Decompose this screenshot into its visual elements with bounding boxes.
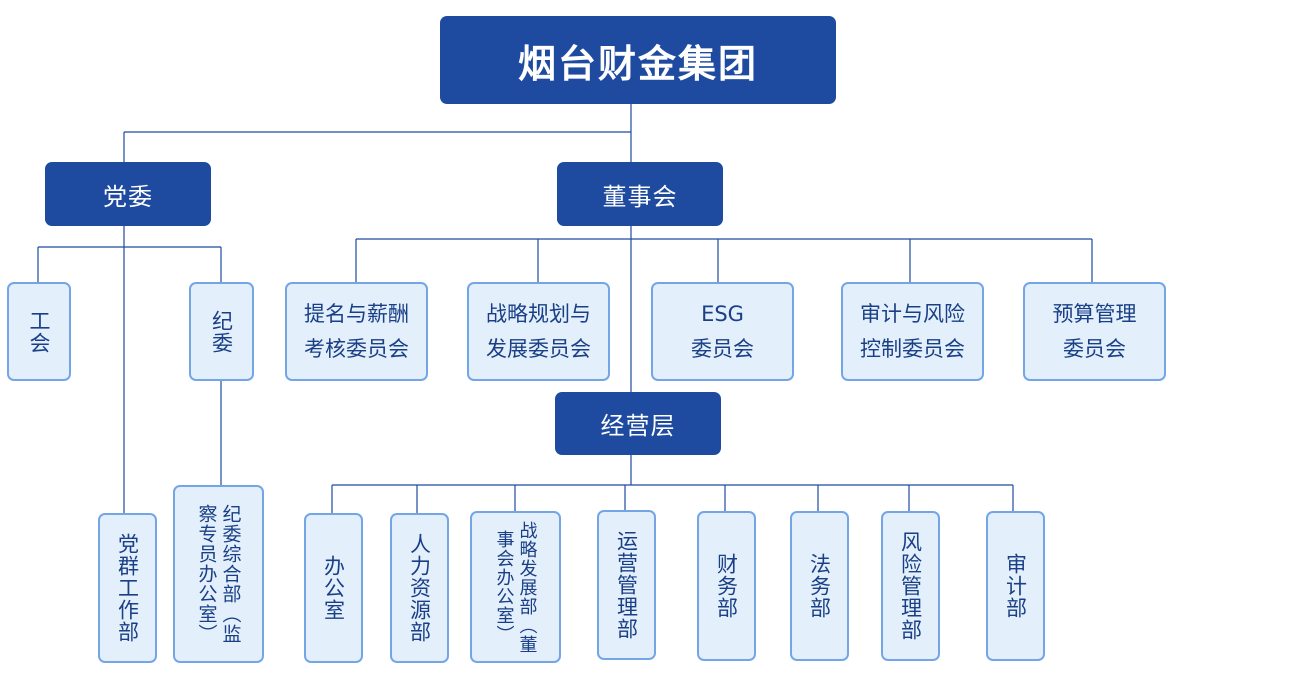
- dept-label: 财务部: [714, 553, 739, 619]
- union-node: 工会: [7, 282, 71, 381]
- dept-label: 战略发展部（董事会办公室）: [493, 520, 538, 654]
- committee-label: 提名与薪酬 考核委员会: [304, 301, 409, 361]
- discipline-office-label: 纪委综合部（监察专员办公室）: [195, 504, 242, 644]
- dept-audit: 审计部: [986, 511, 1045, 661]
- dept-finance: 财务部: [697, 511, 756, 661]
- dept-operations: 运营管理部: [597, 510, 656, 660]
- committee-label: ESG 委员会: [691, 301, 754, 361]
- committee-audit-risk: 审计与风险 控制委员会: [841, 282, 984, 381]
- dept-label: 风险管理部: [898, 531, 923, 641]
- dept-hr: 人力资源部: [390, 513, 449, 663]
- committee-label: 审计与风险 控制委员会: [860, 301, 965, 361]
- party-work-dept-node: 党群工作部: [98, 513, 157, 663]
- dept-legal: 法务部: [790, 511, 849, 661]
- party-work-dept-label: 党群工作部: [115, 533, 140, 643]
- party-committee-node: 党委: [45, 162, 211, 226]
- dept-label: 人力资源部: [407, 533, 432, 643]
- discipline-label: 纪委: [209, 309, 234, 354]
- union-label: 工会: [27, 309, 51, 354]
- committee-esg: ESG 委员会: [651, 282, 794, 381]
- discipline-node: 纪委: [189, 282, 254, 381]
- dept-label: 法务部: [807, 553, 832, 619]
- root-node: 烟台财金集团: [440, 16, 836, 104]
- committee-strategy: 战略规划与 发展委员会: [467, 282, 610, 381]
- dept-office: 办公室: [304, 513, 363, 663]
- committee-nomination: 提名与薪酬 考核委员会: [285, 282, 428, 381]
- committee-label: 预算管理 委员会: [1052, 301, 1137, 361]
- committee-label: 战略规划与 发展委员会: [486, 301, 591, 361]
- dept-label: 审计部: [1003, 553, 1028, 619]
- dept-label: 办公室: [321, 555, 346, 621]
- dept-risk: 风险管理部: [881, 511, 940, 661]
- board-node: 董事会: [557, 162, 723, 226]
- management-node: 经营层: [555, 392, 721, 455]
- dept-strategy: 战略发展部（董事会办公室）: [470, 511, 561, 663]
- dept-label: 运营管理部: [614, 530, 639, 640]
- discipline-office-node: 纪委综合部（监察专员办公室）: [173, 485, 264, 663]
- committee-budget: 预算管理 委员会: [1023, 282, 1166, 381]
